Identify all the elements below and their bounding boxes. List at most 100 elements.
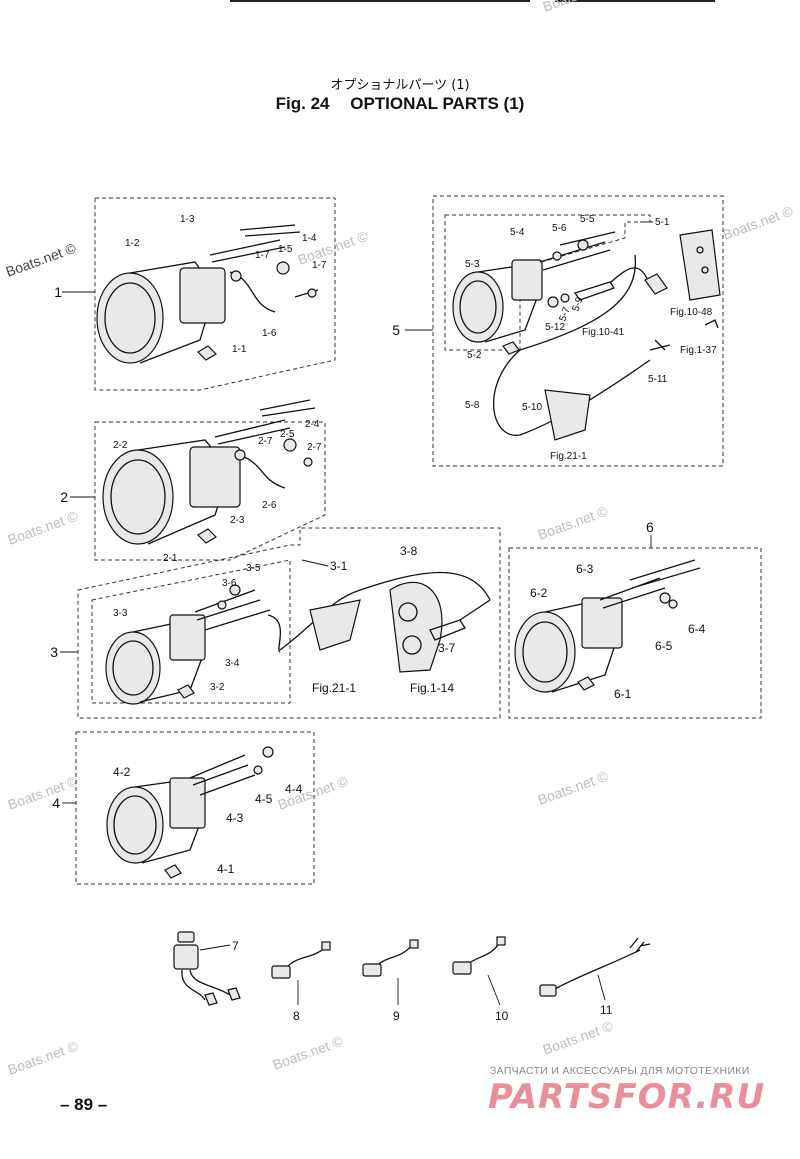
part-label: 5-7 (557, 305, 572, 323)
group-2-box (94, 421, 326, 561)
figure-reference: Fig.21-1 (312, 681, 356, 695)
part-label: 3-1 (330, 559, 348, 573)
group-3-number: 3 (50, 644, 58, 660)
ad-tagline: ЗАПЧАСТИ И АКСЕССУАРЫ ДЛЯ МОТОТЕХНИКИ (490, 1065, 750, 1077)
group-6-assembly: 6 6-3 6-2 6-4 6-5 6-1 (508, 519, 762, 719)
part-label: 11 (600, 1003, 613, 1017)
watermark-text: Boats.net © (536, 502, 611, 542)
harness-part: 8 (271, 941, 331, 1023)
group-5-inner-box (444, 214, 651, 351)
part-label: 6-3 (576, 562, 594, 576)
watermark-text: Boats.net © (541, 0, 616, 15)
group-5-assembly: 5 5-1 5-5 5-6 5-4 5-3 5-12 5-7 5-9 Fig.1… (392, 195, 724, 467)
group-3-box (77, 527, 501, 719)
top-rule-2 (555, 0, 715, 2)
part-label: 5-4 (510, 227, 525, 238)
part-label: 3-4 (225, 658, 240, 669)
page-number: – 89 – (60, 1095, 108, 1114)
part-label: 2-5 (280, 429, 295, 440)
part-label: 1-3 (180, 214, 195, 225)
group-5-number: 5 (392, 322, 400, 338)
harness-part: 9 (362, 939, 419, 1023)
watermark-text: Boats.net © (6, 1037, 81, 1077)
part-label: 2-7 (258, 436, 273, 447)
part-label: 4-3 (226, 811, 244, 825)
group-3-inner-box (91, 559, 291, 704)
meter-gauge (105, 631, 161, 705)
part-label: 1-7 (312, 260, 327, 271)
watermark-text: Boats.net © (271, 1032, 346, 1072)
part-label: 2-3 (230, 515, 245, 526)
part-label: 6-2 (530, 586, 548, 600)
part-label: 5-12 (545, 322, 565, 333)
part-label: 3-7 (438, 641, 456, 655)
group-4-box (75, 731, 315, 885)
part-label: 1-1 (232, 344, 247, 355)
part-label: 2-6 (262, 500, 277, 511)
group-1-box (94, 197, 336, 391)
part-label: 4-1 (217, 862, 235, 876)
watermark-text: Boats.net © (536, 767, 611, 807)
part-label: 5-6 (552, 223, 567, 234)
tachometer-gauge (96, 272, 164, 364)
part-label: 5-9 (570, 295, 585, 313)
meter-gauge (106, 786, 164, 864)
group-4-number: 4 (52, 795, 60, 811)
part-label: 3-2 (210, 682, 225, 693)
part-label: 2-7 (307, 442, 322, 453)
tachometer-gauge (102, 449, 174, 545)
watermark-text: Boats.net © (541, 1017, 616, 1057)
part-label: 5-5 (580, 214, 595, 225)
group-2-assembly: 2 2-2 2-4 2-5 2-7 2-7 2-6 2-3 2-1 (60, 399, 326, 564)
part-label: 10 (495, 1009, 509, 1023)
part-label: 5-1 (655, 217, 670, 228)
part-label: 1-5 (278, 244, 293, 255)
group-2-number: 2 (60, 489, 68, 505)
part-label: 6-1 (614, 687, 632, 701)
group-1-number: 1 (54, 284, 62, 300)
figure-reference: Fig.10-41 (582, 327, 625, 338)
part-label: 2-1 (163, 553, 178, 564)
part-label: 3-3 (113, 608, 128, 619)
part-label: 5-10 (522, 402, 542, 413)
figure-title: Fig. 24 OPTIONAL PARTS (1) (0, 94, 800, 114)
harness-part: 11 (539, 937, 651, 1017)
title-japanese: オプショナルパーツ (1) (330, 78, 470, 93)
part-label: 5-2 (467, 350, 482, 361)
watermark-text: Boats.net © (6, 507, 81, 547)
group-6-number: 6 (646, 519, 654, 535)
figure-caption: OPTIONAL PARTS (1) (350, 94, 525, 113)
part-label: 3-6 (222, 578, 237, 589)
part-label: 6-4 (688, 622, 706, 636)
part-label: 2-4 (305, 419, 320, 430)
group-4-assembly: 4 4-2 4-4 4-5 4-3 4-1 (52, 731, 315, 885)
part-label: 1-2 (125, 238, 140, 249)
part-label: 2-2 (113, 440, 128, 451)
part-label: 6-5 (655, 639, 673, 653)
part-label: 1-6 (262, 328, 277, 339)
part-label: 3-5 (246, 563, 261, 574)
part-label: 5-11 (648, 374, 668, 385)
figure-reference: Fig.1-37 (680, 345, 717, 356)
part-label: 3-8 (400, 544, 418, 558)
part-label: 9 (393, 1009, 400, 1023)
part-label: 8 (293, 1009, 300, 1023)
watermark-text: Boats.net © (721, 202, 796, 242)
part-label: 4-5 (255, 792, 273, 806)
group-1-assembly: 1 1-3 1-2 1-4 1-5 1-7 1-7 1-6 1-1 (54, 197, 336, 391)
watermark-text: Boats.net © (4, 239, 79, 279)
figure-reference: Fig.21-1 (550, 451, 587, 462)
figure-number: Fig. 24 (275, 94, 330, 113)
figure-reference: Fig.1-14 (410, 681, 454, 695)
part-label: 1-7 (255, 250, 270, 261)
part-label: 7 (232, 939, 239, 953)
group-6-box (508, 547, 762, 719)
part-label: 4-4 (285, 782, 303, 796)
watermark-text: Boats.net © (6, 772, 81, 812)
part-label: 4-2 (113, 765, 131, 779)
ad-brand-logo: PARTSFOR.RU (488, 1077, 766, 1117)
part-label: 1-4 (302, 233, 317, 244)
single-parts: 7 8 9 10 11 (173, 931, 651, 1023)
switch-part: 7 (173, 931, 241, 1006)
